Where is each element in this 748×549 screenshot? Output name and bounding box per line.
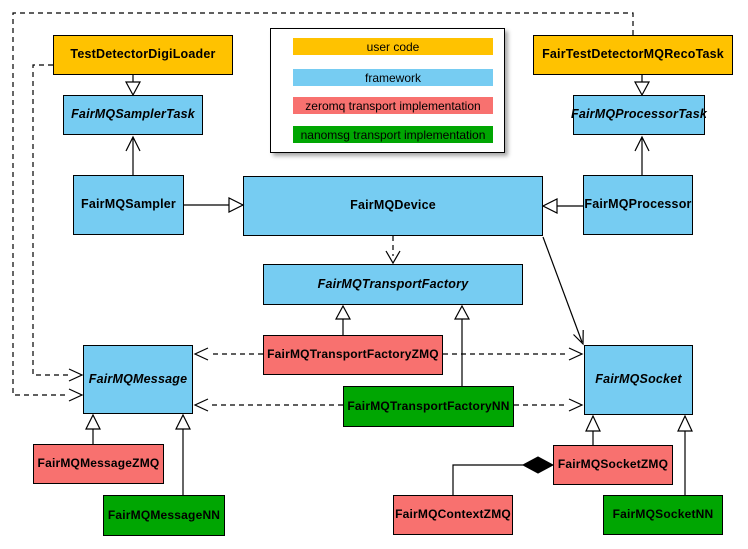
edge-contextzmq-socketzmq <box>452 456 555 495</box>
edge-factorynn-factory <box>453 304 471 386</box>
edge-factoryzmq-factory <box>334 304 352 335</box>
node-fairmq-socket: FairMQSocket <box>584 345 693 415</box>
edge-factoryzmq-socket <box>443 347 584 361</box>
edge-factoryzmq-message <box>193 347 263 361</box>
edge-recotask-processortask <box>633 75 651 97</box>
legend-box: user code framework zeromq transport imp… <box>270 28 505 153</box>
node-fairmq-sampler-task: FairMQSamplerTask <box>63 95 203 135</box>
legend-item-zeromq: zeromq transport implementation <box>293 97 493 114</box>
edge-socketnn-socket <box>677 414 693 495</box>
edge-messagenn-message <box>175 413 191 495</box>
node-fairmq-transport-factory-zmq: FairMQTransportFactoryZMQ <box>263 335 443 375</box>
legend-item-user-code: user code <box>293 38 493 55</box>
edge-device-transportfactory <box>385 236 401 265</box>
node-test-detector-digi-loader: TestDetectorDigiLoader <box>53 35 233 75</box>
edge-socketzmq-socket <box>585 414 601 445</box>
edge-processor-device <box>541 198 583 214</box>
node-fairmq-message: FairMQMessage <box>83 345 193 414</box>
node-fair-test-detector-mq-reco-task: FairTestDetectorMQRecoTask <box>533 35 733 75</box>
edge-processor-processortask <box>634 135 650 175</box>
node-fairmq-socket-zmq: FairMQSocketZMQ <box>553 445 673 485</box>
node-fairmq-transport-factory-nn: FairMQTransportFactoryNN <box>343 386 514 427</box>
edge-device-socket <box>542 236 584 346</box>
node-fairmq-device: FairMQDevice <box>243 176 543 236</box>
edge-messagezmq-message <box>85 413 101 444</box>
edge-digiloader-samplertask <box>124 75 142 97</box>
node-fairmq-context-zmq: FairMQContextZMQ <box>393 495 513 535</box>
node-fairmq-message-nn: FairMQMessageNN <box>103 495 225 536</box>
node-fairmq-transport-factory: FairMQTransportFactory <box>263 264 523 305</box>
node-fairmq-processor: FairMQProcessor <box>583 175 693 235</box>
legend-item-framework: framework <box>293 69 493 86</box>
node-fairmq-sampler: FairMQSampler <box>73 175 184 235</box>
edge-factorynn-message <box>193 398 343 412</box>
edge-sampler-samplertask <box>125 135 141 175</box>
edge-factorynn-socket <box>514 398 584 412</box>
node-fairmq-processor-task: FairMQProcessorTask <box>571 95 707 135</box>
node-fairmq-message-zmq: FairMQMessageZMQ <box>33 444 164 484</box>
node-fairmq-socket-nn: FairMQSocketNN <box>603 495 723 535</box>
legend-item-nanomsg: nanomsg transport implementation <box>293 126 493 143</box>
edge-sampler-device <box>184 197 245 213</box>
